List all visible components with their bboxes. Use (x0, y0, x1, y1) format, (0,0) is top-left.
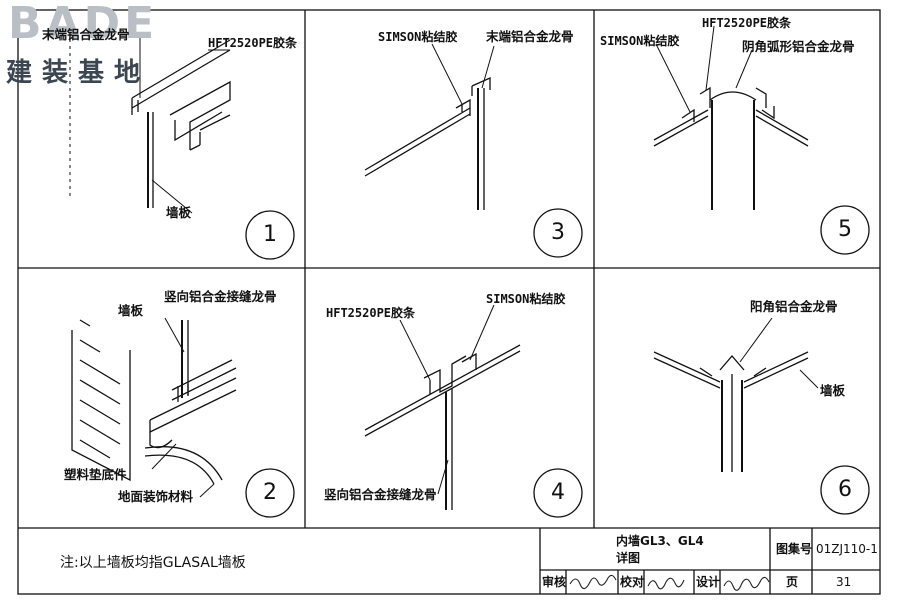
panel-3-label-end-keel: 末端铝合金龙骨 (486, 29, 574, 44)
panel-4-label-pe-strip: HFT2520PE胶条 (326, 306, 416, 320)
title-block-atlas-label: 图集号 (776, 542, 813, 556)
panel-1-label-pe-strip: HFT2520PE胶条 (208, 36, 298, 50)
title-block-design-label: 设计 (696, 575, 721, 589)
sheet-note: 注:以上墙板均指GLASAL墙板 (60, 555, 246, 571)
panel-1-label-wallboard: 墙板 (166, 205, 192, 220)
title-block-review-label: 审核 (542, 575, 567, 589)
panel-5-label-pe-strip: HFT2520PE胶条 (702, 16, 792, 30)
panel-5-number: 5 (838, 217, 852, 242)
panel-6-label-wallboard: 墙板 (820, 383, 846, 398)
sheet-border (17, 9, 881, 595)
panel-3-number: 3 (551, 220, 565, 245)
panel-1-drawing (69, 32, 295, 260)
panel-3-drawing (364, 43, 583, 258)
panel-4-number: 4 (551, 480, 565, 505)
brand-logo: BADE 建装基地 (6, 0, 176, 88)
reviewer-signature (569, 574, 617, 590)
panel-5-drawing (653, 25, 870, 255)
title-block-check-label: 校对 (620, 575, 645, 589)
panel-2-number: 2 (263, 480, 277, 505)
panel-4-drawing (364, 304, 583, 518)
panel-2-label-plastic-base: 塑料垫底件 (64, 467, 127, 482)
panel-2-drawing (71, 317, 295, 518)
panel-6-label-outer-corner-keel: 阳角铝合金龙骨 (750, 299, 838, 314)
panel-1-label-end-keel: 末端铝合金龙骨 (42, 27, 130, 42)
title-block-page-number: 31 (836, 575, 852, 589)
designer-signature (723, 576, 770, 591)
brand-logo-subtitle: 建装基地 (6, 58, 151, 88)
panel-4-label-simson: SIMSON粘结胶 (486, 292, 566, 306)
title-block-lines (539, 528, 880, 594)
panel-1-number: 1 (263, 222, 277, 247)
panel-6-number: 6 (838, 477, 852, 502)
panel-2-label-floor-finish: 地面装饰材料 (118, 489, 194, 504)
panel-2-label-vertical-keel: 竖向铝合金接缝龙骨 (164, 289, 277, 304)
panel-3-label-simson: SIMSON粘结胶 (378, 30, 458, 44)
brand-logo-wordmark: BADE (8, 0, 159, 49)
title-block-page-label: 页 (786, 575, 799, 589)
panel-6-drawing (653, 317, 870, 515)
checker-signature (647, 577, 685, 590)
title-block-title-line2: 详图 (616, 551, 641, 565)
title-block-atlas-number: 01ZJ110-1 (816, 542, 878, 556)
panel-5-label-simson: SIMSON粘结胶 (600, 34, 680, 48)
panel-5-label-arc-keel: 阴角弧形铝合金龙骨 (742, 39, 855, 54)
panel-2-label-wallboard: 墙板 (118, 303, 144, 318)
panel-4-label-vertical-keel: 竖向铝合金接缝龙骨 (324, 487, 437, 502)
title-block-title-line1: 内墙GL3、GL4 (616, 534, 704, 548)
